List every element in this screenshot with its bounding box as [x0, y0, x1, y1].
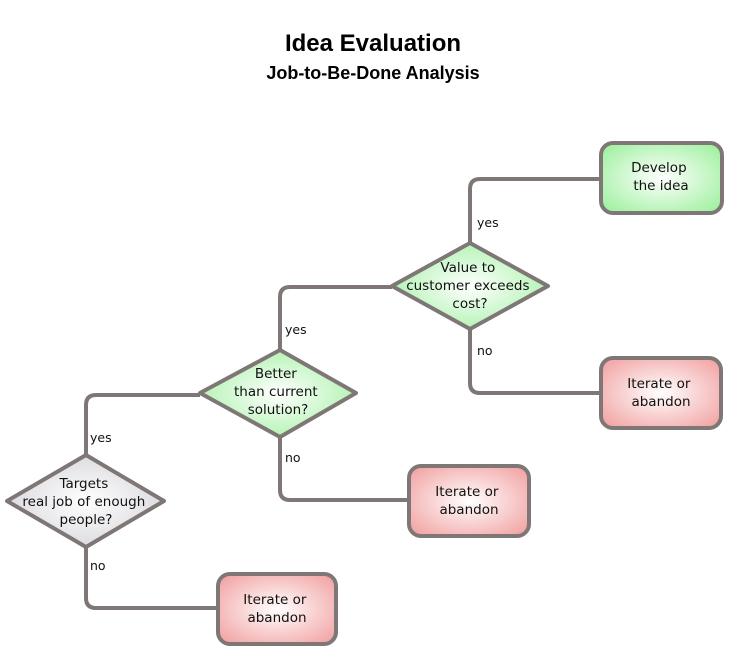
- decision-better-than-current: [198, 348, 358, 439]
- connector-q3-yes: [468, 177, 601, 243]
- connector-q1-yes: [84, 393, 200, 455]
- outcome-iterate-abandon-1: [216, 572, 338, 646]
- edge-label-q3-no: no: [477, 343, 493, 358]
- decision-targets-real-job: [5, 453, 166, 549]
- iterate3-text: Iterate or abandon: [627, 376, 694, 410]
- q1-text: Targets real job of enough people?: [22, 476, 149, 528]
- outcome-iterate-abandon-3: [599, 356, 723, 430]
- outcome-iterate-abandon-2: [407, 464, 531, 538]
- connector-q1-no: [84, 547, 218, 610]
- develop-text: Develop the idea: [631, 160, 691, 194]
- q3-text: Value to customer exceeds cost?: [406, 260, 534, 312]
- q2-text: Better than current solution?: [234, 366, 322, 418]
- connector-q2-yes: [278, 285, 392, 350]
- edge-label-q3-yes: yes: [477, 215, 499, 230]
- iterate1-text: Iterate or abandon: [243, 592, 310, 626]
- edge-label-q2-no: no: [285, 450, 301, 465]
- edge-label-q1-no: no: [90, 558, 106, 573]
- diagram-title: Idea Evaluation: [284, 30, 462, 57]
- edge-label-q1-yes: yes: [90, 430, 112, 445]
- edge-label-q2-yes: yes: [285, 322, 307, 337]
- connector-q2-no: [278, 437, 409, 502]
- decision-value-exceeds-cost: [390, 241, 550, 331]
- connector-q3-no: [468, 329, 601, 395]
- iterate2-text: Iterate or abandon: [435, 484, 502, 518]
- outcome-develop-idea: [599, 141, 724, 215]
- diagram-subtitle: Job-to-Be-Done Analysis: [266, 63, 480, 83]
